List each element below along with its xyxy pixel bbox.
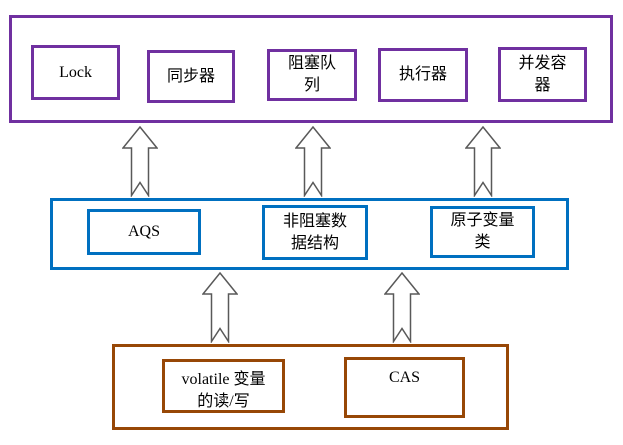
up-arrow-lower-left [202, 272, 238, 343]
up-arrow-left [122, 126, 158, 197]
up-arrow-shape [384, 272, 420, 343]
up-arrow-right [465, 126, 501, 197]
box-blocking-queue: 阻塞队 列 [267, 49, 357, 101]
box-aqs: AQS [87, 209, 201, 255]
box-lock: Lock [31, 45, 120, 100]
up-arrow-lower-right [384, 272, 420, 343]
box-volatile-read-write: volatile 变量 的读/写 [162, 359, 285, 413]
box-nonblocking-data-structure: 非阻塞数 据结构 [262, 205, 368, 260]
up-arrow-shape [202, 272, 238, 343]
box-atomic-variable-class: 原子变量 类 [430, 206, 535, 258]
up-arrow-shape [122, 126, 158, 197]
box-concurrent-container: 并发容 器 [498, 47, 587, 102]
up-arrow-shape [465, 126, 501, 197]
box-executor: 执行器 [378, 48, 468, 102]
up-arrow-center [295, 126, 331, 197]
box-cas: CAS [344, 357, 465, 418]
up-arrow-shape [295, 126, 331, 197]
box-synchronizer: 同步器 [147, 50, 235, 103]
